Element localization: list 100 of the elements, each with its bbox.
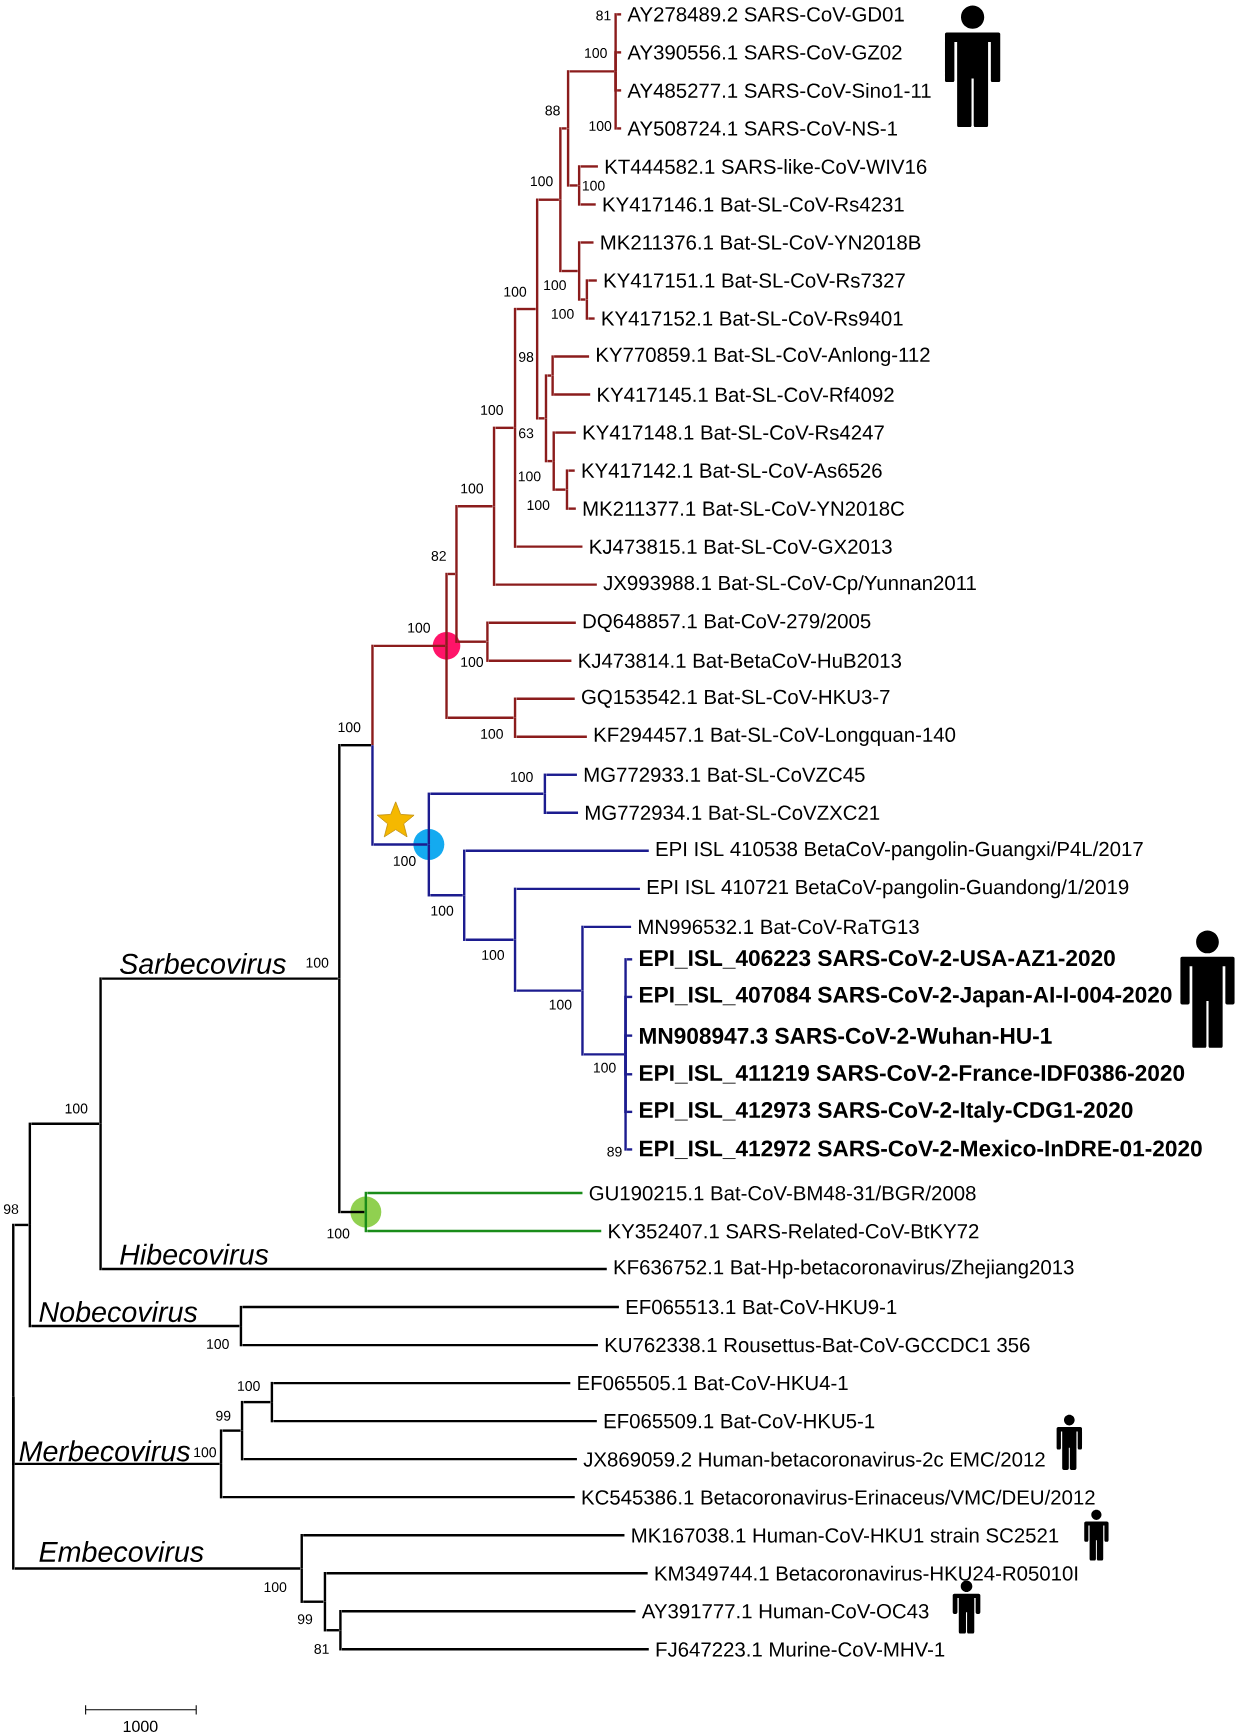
bootstrap-value: 100	[504, 286, 527, 297]
bootstrap-value: 100	[594, 1062, 616, 1073]
leaf-label: KY417151.1 Bat-SL-CoV-Rs7327	[604, 273, 905, 288]
clade-label: Embecovirus	[39, 1540, 204, 1562]
tree-branch	[546, 773, 578, 776]
leaf-label: EPI ISL 410721 BetaCoV-pangolin-Guandong/1/2019	[648, 879, 1129, 899]
tree-branch	[554, 355, 590, 358]
tree-branch	[489, 621, 576, 624]
tree-branch	[102, 977, 338, 980]
tree-branch	[430, 792, 544, 795]
bootstrap-value: 100	[327, 1228, 350, 1239]
tree-branch	[568, 507, 576, 510]
bootstrap-value: 100	[585, 48, 607, 58]
leaf-label: KT444582.1 SARS-like-CoV-WIV16	[606, 158, 927, 174]
tree-branch	[303, 1534, 625, 1537]
tree-branch	[588, 279, 597, 282]
tree-branch	[458, 640, 487, 643]
bootstrap-value: 100	[338, 722, 361, 733]
tree-branch	[326, 1572, 648, 1575]
bootstrap-value: 89	[607, 1146, 622, 1157]
bootstrap-value: 100	[461, 657, 484, 667]
branch-bar	[536, 198, 539, 420]
tree-branch	[547, 459, 553, 463]
branch-bar	[28, 1122, 32, 1328]
branch-bar	[99, 977, 102, 1271]
tree-branch	[584, 1053, 625, 1056]
tree-branch	[627, 958, 633, 961]
bootstrap-value: 98	[519, 352, 534, 362]
leaf-label: KU762338.1 Rousettus-Bat-CoV-GCCDC1 356	[606, 1337, 1030, 1353]
branch-bar	[614, 13, 617, 130]
leaf-label: AY390556.1 SARS-CoV-GZ02	[627, 45, 902, 60]
branch-bar	[270, 1381, 274, 1423]
tree-branch	[14, 1567, 301, 1570]
bootstrap-value: 100	[482, 950, 505, 960]
tree-branch	[569, 70, 615, 73]
tree-branch	[555, 488, 566, 491]
bootstrap-value: 63	[519, 428, 534, 439]
leaf-label: AY391777.1 Human-CoV-OC43	[641, 1604, 929, 1619]
tree-branch	[580, 165, 599, 168]
tree-branch	[465, 849, 649, 853]
leaf-label: KJ473815.1 Bat-SL-CoV-GX2013	[590, 539, 892, 554]
leaf-label: EPI_ISL_412972 SARS-CoV-2-Mexico-InDRE-01-2020	[640, 1139, 1202, 1160]
branch-bar	[445, 572, 448, 719]
branch-bar	[219, 1429, 223, 1499]
tree-branch	[554, 393, 591, 396]
clade-label: Hibecovirus	[120, 1243, 269, 1265]
leaf-label: KY417145.1 Bat-SL-CoV-Rf4092	[598, 387, 894, 403]
branch-bar	[513, 307, 517, 548]
tree-branch	[303, 1600, 324, 1603]
leaf-label: DQ648857.1 Bat-CoV-279/2005	[583, 613, 871, 632]
tree-branch	[516, 989, 582, 992]
leaf-label: KY417146.1 Bat-SL-CoV-Rs4231	[603, 197, 904, 212]
bootstrap-value: 100	[481, 728, 504, 739]
leaf-label: EPI_ISL_411219 SARS-CoV-2-France-IDF0386-2020	[640, 1065, 1185, 1084]
tree-branch	[516, 307, 536, 311]
leaf-label: EF065509.1 Bat-CoV-HKU5-1	[604, 1413, 875, 1429]
branch-bar	[578, 165, 581, 206]
tree-branch	[340, 1210, 365, 1214]
bootstrap-value: 100	[194, 1447, 217, 1458]
leaf-label: GU190215.1 Bat-CoV-BM48-31/BGR/2008	[589, 1185, 976, 1201]
leaf-label: MK211376.1 Bat-SL-CoV-YN2018B	[601, 235, 921, 250]
tree-branch	[448, 572, 456, 576]
tree-branch	[516, 887, 641, 891]
tree-branch	[546, 811, 579, 814]
bootstrap-value: 100	[527, 500, 550, 511]
bootstrap-value: 100	[207, 1339, 229, 1349]
tree-branch	[580, 298, 586, 301]
tree-branch	[31, 1324, 240, 1328]
leaf-label: KY352407.1 SARS-Related-CoV-BtKY72	[609, 1223, 979, 1239]
leaf-label: KF294457.1 Bat-SL-CoV-Longquan-140	[594, 727, 956, 746]
tree-branch	[495, 426, 514, 430]
branch-bar	[463, 849, 466, 941]
tree-branch	[342, 1610, 636, 1613]
tree-branch	[516, 697, 575, 700]
branch-bar	[551, 355, 554, 396]
clade-label: Merbecovirus	[19, 1440, 191, 1462]
bootstrap-value: 99	[216, 1410, 231, 1421]
tree-branch	[367, 1229, 602, 1233]
leaf-label: MK211377.1 Bat-SL-CoV-YN2018C	[583, 501, 905, 516]
tree-branch	[222, 1495, 575, 1499]
leaf-label: AY485277.1 SARS-CoV-Sino1-11	[627, 82, 931, 98]
branch-bar	[371, 644, 374, 846]
leaf-label: MG772934.1 Bat-SL-CoVZXC21	[586, 805, 880, 820]
branch-bar	[567, 70, 570, 187]
bootstrap-value: 100	[481, 405, 504, 415]
tree-branch	[627, 1034, 633, 1037]
tree-branch	[580, 203, 596, 206]
clade-label: Nobecovirus	[39, 1301, 198, 1323]
tree-branch	[584, 925, 632, 929]
tree-branch	[273, 1381, 571, 1385]
bootstrap-value: 88	[545, 105, 560, 116]
tree-branch	[342, 1648, 649, 1651]
bootstrap-value: 100	[552, 308, 574, 319]
tree-branch	[627, 1110, 633, 1114]
tree-branch	[326, 1629, 340, 1632]
tree-branch	[458, 505, 493, 508]
bootstrap-value: 100	[549, 999, 572, 1010]
branch-bar	[300, 1533, 304, 1603]
tree-branch	[561, 127, 567, 130]
tree-branch	[14, 1223, 29, 1227]
